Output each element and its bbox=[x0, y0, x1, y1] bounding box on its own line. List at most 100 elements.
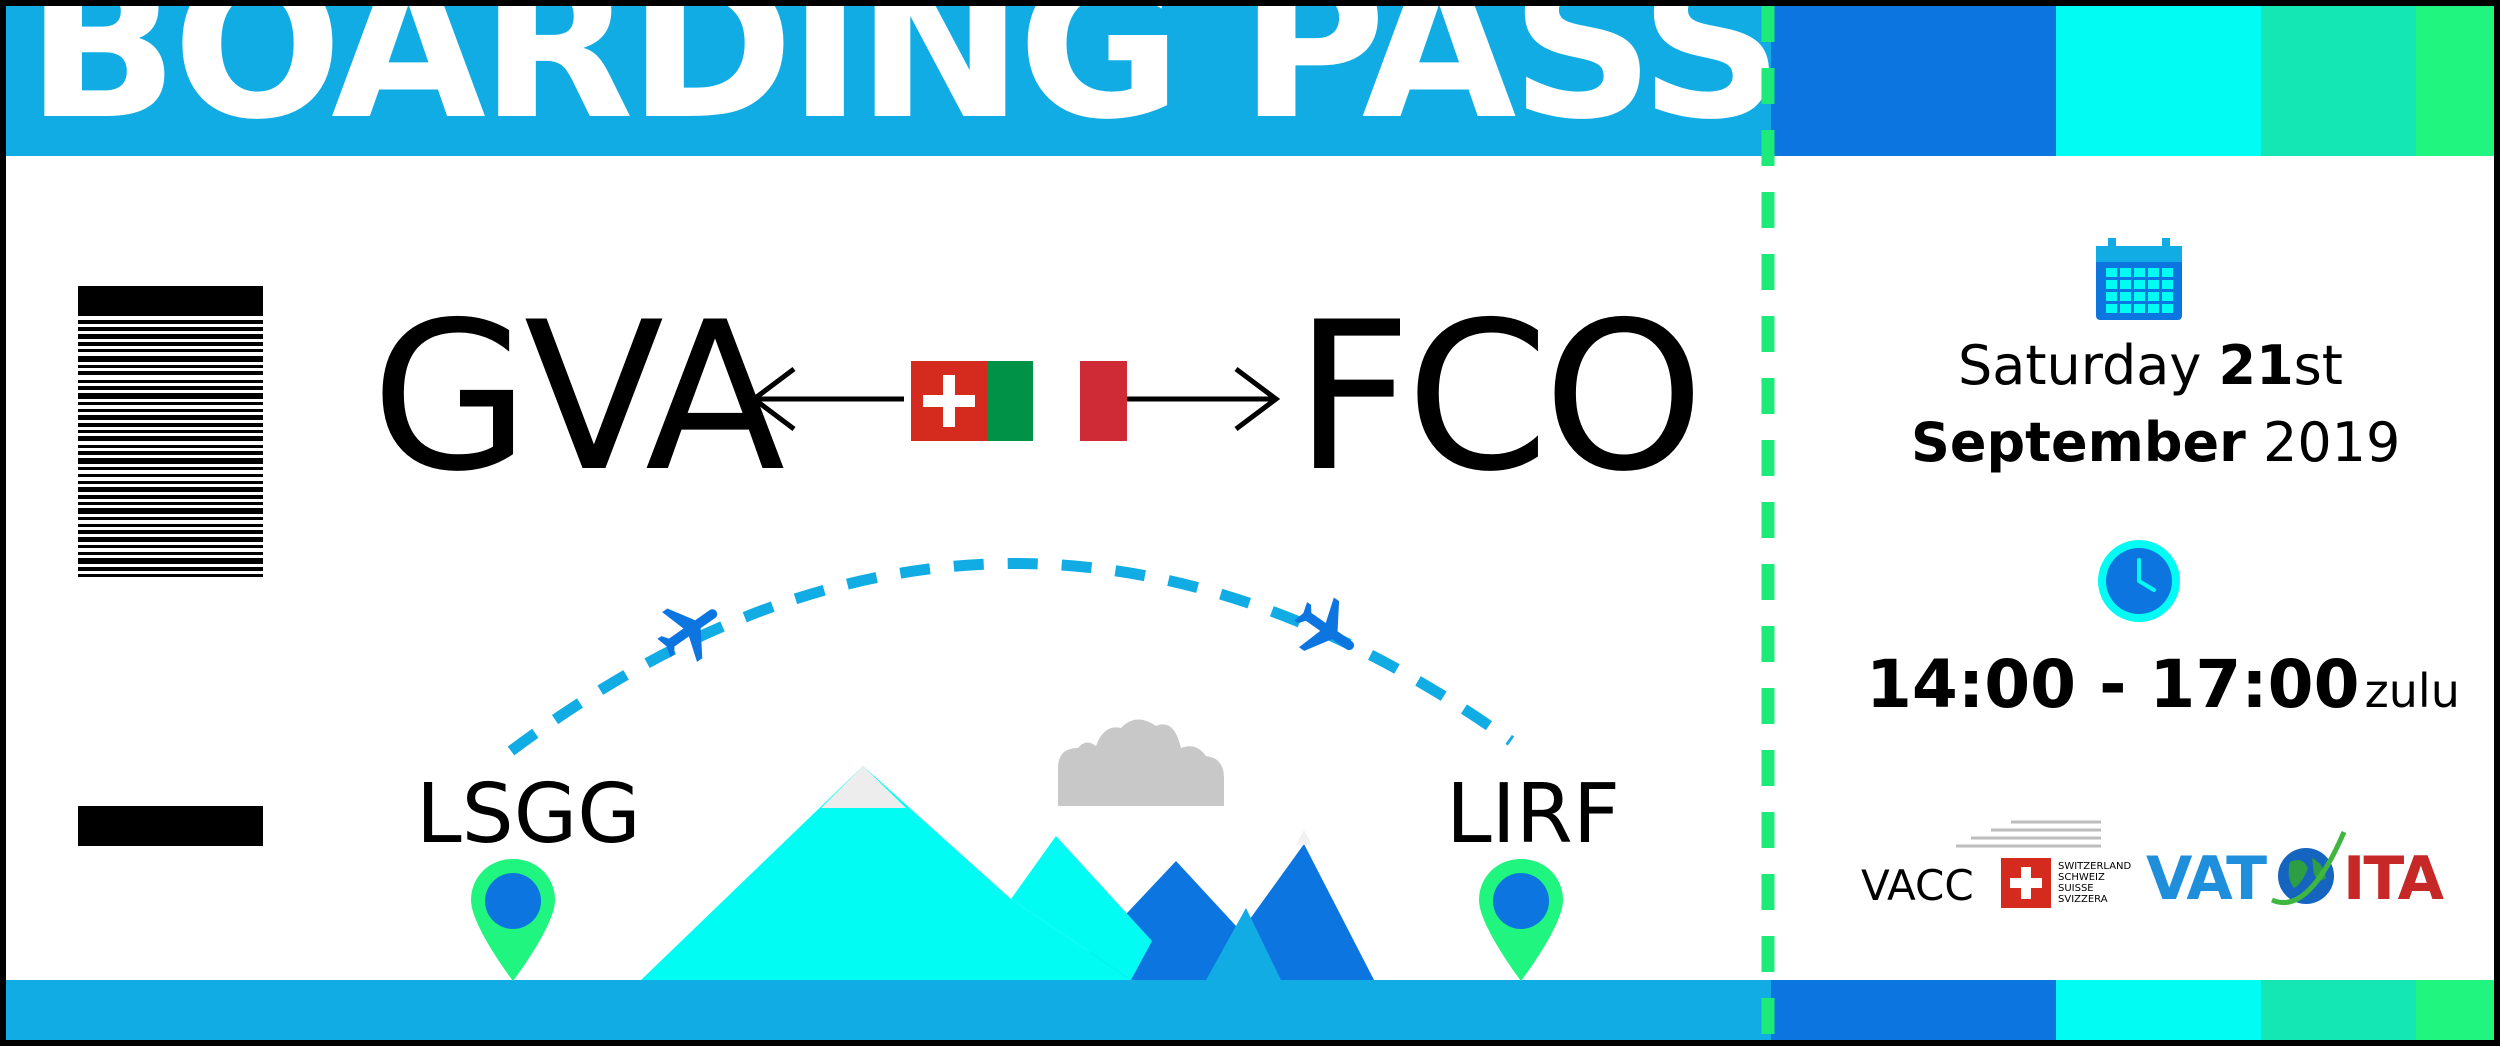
header-band-main bbox=[6, 6, 1771, 156]
barcode-bar bbox=[78, 487, 263, 492]
day-suffix: st bbox=[2293, 334, 2343, 397]
vacc-country-line: SUISSE bbox=[2058, 883, 2094, 894]
header-band-stub-blue bbox=[1771, 6, 2056, 156]
barcode-bar bbox=[78, 524, 263, 527]
vatita-right-text: ITA bbox=[2343, 844, 2444, 914]
vacc-country-line: SCHWEIZ bbox=[2058, 872, 2105, 883]
barcode-bar bbox=[78, 574, 263, 577]
calendar-cell bbox=[2106, 280, 2117, 289]
year: 2019 bbox=[2262, 411, 2401, 474]
airplane-icon bbox=[657, 608, 718, 662]
date-line-1: Saturday 21st bbox=[1958, 334, 2343, 397]
map-pin-icon bbox=[1479, 859, 1563, 981]
vacc-country-line: SWITZERLAND bbox=[2058, 861, 2132, 872]
calendar-cell bbox=[2120, 268, 2131, 277]
flight-path bbox=[507, 558, 1515, 756]
calendar-cell bbox=[2148, 304, 2159, 313]
barcode-bar bbox=[78, 517, 263, 520]
map-pin-icon bbox=[471, 859, 555, 981]
footer-band-stub-green bbox=[2416, 980, 2494, 1040]
barcode-bar bbox=[78, 365, 263, 368]
origin-code: GVA bbox=[371, 279, 785, 517]
calendar-cell bbox=[2120, 280, 2131, 289]
perforation-divider bbox=[1761, 6, 1775, 1040]
calendar-cell bbox=[2162, 268, 2173, 277]
mountain-illustration bbox=[641, 766, 1374, 980]
date-line-2: September 2019 bbox=[1911, 411, 2400, 474]
time-unit: zulu bbox=[2364, 664, 2460, 718]
barcode-bar bbox=[78, 474, 263, 477]
barcode-bar bbox=[78, 415, 263, 420]
vacc-country-names: SWITZERLAND SCHWEIZ SUISSE SVIZZERA bbox=[2058, 861, 2131, 905]
barcode-bar bbox=[78, 349, 263, 352]
barcode-bar bbox=[78, 356, 263, 362]
calendar-cell bbox=[2162, 280, 2173, 289]
day-name: Saturday bbox=[1958, 334, 2202, 397]
barcode-bar bbox=[78, 806, 263, 846]
barcode-bar bbox=[78, 481, 263, 484]
barcode-bar bbox=[78, 409, 263, 412]
barcode-bar bbox=[78, 327, 263, 331]
calendar-icon bbox=[2096, 238, 2182, 320]
barcode-bar bbox=[78, 558, 263, 564]
clock-icon bbox=[2098, 540, 2180, 622]
barcode-bar bbox=[78, 458, 263, 464]
barcode-bar bbox=[78, 380, 263, 383]
swiss-cross-icon bbox=[2001, 858, 2051, 908]
header-band-stub-green bbox=[2416, 6, 2494, 156]
barcode-bar bbox=[78, 320, 263, 324]
barcode-bar bbox=[78, 423, 263, 427]
page-title: BOARDING PASS bbox=[26, 0, 1784, 164]
calendar-cell bbox=[2134, 280, 2145, 289]
barcode-bar bbox=[78, 393, 263, 399]
barcode-bar bbox=[78, 371, 263, 375]
footer-band-main bbox=[6, 980, 1771, 1040]
origin-icao: LSGG bbox=[416, 767, 641, 862]
calendar-cell bbox=[2106, 292, 2117, 301]
calendar-cell bbox=[2120, 304, 2131, 313]
calendar-cell bbox=[2162, 304, 2173, 313]
calendar-cell bbox=[2106, 304, 2117, 313]
barcode-bar bbox=[78, 430, 263, 433]
calendar-cell bbox=[2148, 268, 2159, 277]
airplane-icon bbox=[1294, 597, 1355, 651]
calendar-cell bbox=[2134, 268, 2145, 277]
barcode-bar bbox=[78, 467, 263, 470]
barcode-bar bbox=[78, 502, 263, 505]
month: September bbox=[1911, 411, 2246, 474]
barcode-bar bbox=[78, 342, 263, 346]
barcode-bar bbox=[78, 530, 263, 534]
italy-flag bbox=[987, 361, 1127, 441]
time-range: 14:00 - 17:00 bbox=[1866, 646, 2360, 723]
vacc-country-line: SVIZZERA bbox=[2058, 894, 2108, 905]
vatita-left-text: VAT bbox=[2146, 844, 2267, 914]
vacc-speed-lines bbox=[1956, 820, 2101, 848]
cloud-icon bbox=[1058, 719, 1224, 806]
vacc-text: VACC bbox=[1861, 861, 1974, 910]
barcode-bar bbox=[78, 402, 263, 405]
calendar-cell bbox=[2148, 292, 2159, 301]
barcode-bar bbox=[78, 386, 263, 390]
calendar-cell bbox=[2106, 268, 2117, 277]
barcode-bar bbox=[78, 436, 263, 441]
barcode-bar bbox=[78, 286, 263, 316]
barcode-bar bbox=[78, 552, 263, 555]
barcode-bar bbox=[78, 451, 263, 455]
calendar-cell bbox=[2148, 280, 2159, 289]
globe-icon bbox=[2270, 831, 2347, 906]
header-band-stub-mint bbox=[2261, 6, 2416, 156]
destination-code: FCO bbox=[1294, 279, 1704, 517]
header-band bbox=[6, 6, 2494, 156]
arrow-left-icon bbox=[749, 367, 904, 431]
footer-band-stub-mint bbox=[2261, 980, 2416, 1040]
calendar-cell bbox=[2134, 304, 2145, 313]
barcode-bar bbox=[78, 537, 263, 542]
barcode-bar bbox=[78, 545, 263, 548]
barcode-bar bbox=[78, 445, 263, 448]
destination-icao: LIRF bbox=[1446, 767, 1621, 862]
barcode-bar bbox=[78, 334, 263, 339]
calendar-cell bbox=[2162, 292, 2173, 301]
day-number: 21 bbox=[2218, 334, 2294, 397]
header-band-stub-cyan bbox=[2056, 6, 2261, 156]
